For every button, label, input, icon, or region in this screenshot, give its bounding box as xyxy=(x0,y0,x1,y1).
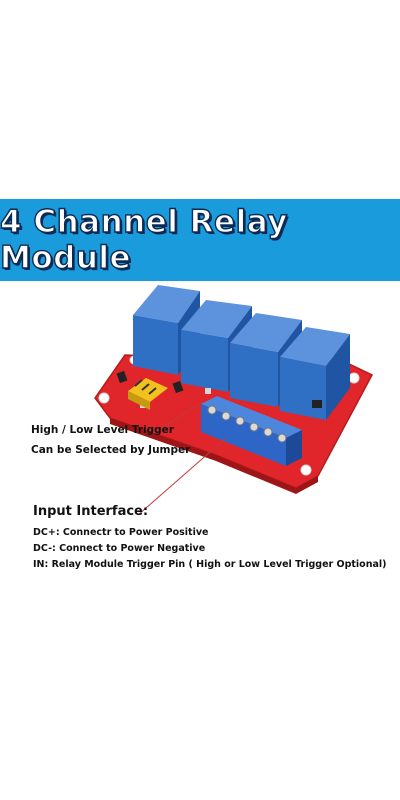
jumper-header xyxy=(128,378,168,410)
component xyxy=(312,400,322,408)
component xyxy=(205,388,211,394)
pcb-board xyxy=(94,354,374,489)
mounting-hole xyxy=(129,355,139,365)
mounting-hole xyxy=(348,372,360,384)
input-interface-heading: Input Interface: xyxy=(33,504,149,519)
component xyxy=(140,402,146,408)
trigger-callout-line-2: Can be Selected by Jumper xyxy=(31,444,191,456)
banner-title: 4 Channel Relay Module xyxy=(0,203,288,276)
mounting-hole xyxy=(98,392,110,404)
component xyxy=(116,370,128,384)
trigger-callout-line-1: High / Low Level Trigger xyxy=(31,424,174,436)
relay-1 xyxy=(133,285,200,375)
component xyxy=(172,380,184,394)
relay-3 xyxy=(230,313,302,407)
title-banner: 4 Channel Relay Module xyxy=(0,199,400,281)
relay-2 xyxy=(181,300,252,392)
input-interface-line-dc-minus: DC-: Connect to Power Negative xyxy=(33,543,206,554)
screw-terminal-block xyxy=(201,396,302,466)
input-interface-line-in: IN: Relay Module Trigger Pin ( High or L… xyxy=(33,559,387,570)
input-interface-line-dc-plus: DC+: Connectr to Power Positive xyxy=(33,527,209,538)
mounting-hole xyxy=(300,464,312,476)
relay-4 xyxy=(280,327,350,420)
